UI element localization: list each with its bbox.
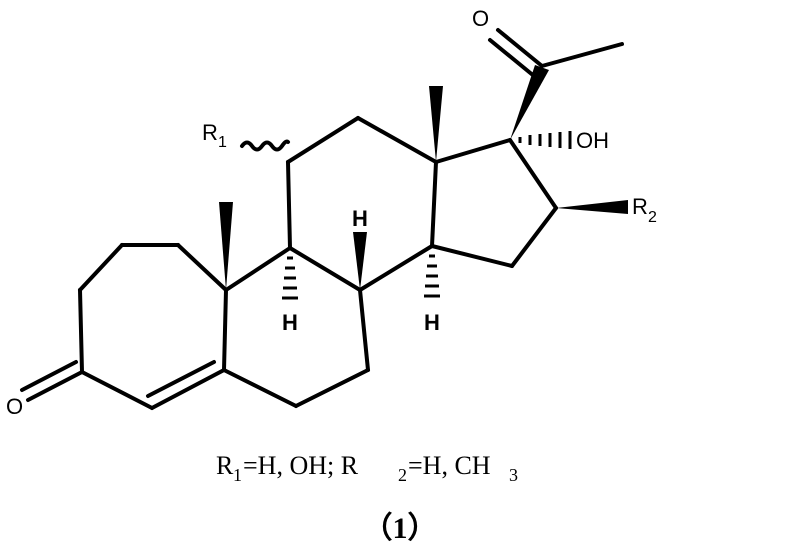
c9-h-hash	[282, 256, 298, 300]
compound-label: （1）	[363, 511, 438, 545]
c13-methyl-wedge	[429, 86, 443, 162]
c14-hydrogen: H	[424, 310, 440, 335]
ring-a	[78, 243, 228, 410]
r1-group: R	[202, 120, 218, 145]
c8-h-wedge	[353, 232, 367, 290]
c10-methyl-wedge	[219, 202, 233, 290]
c17-acetyl-wedge	[510, 65, 549, 140]
caption-r2-subscript: 2	[398, 465, 407, 485]
c16-r2-wedge	[556, 200, 628, 214]
r1-subscript: 1	[218, 134, 227, 151]
c17-oh-hash	[518, 131, 572, 149]
r1-wavy-bond	[240, 139, 290, 152]
ring-ketone-oxygen: O	[6, 394, 23, 419]
r2-group: R	[632, 194, 648, 219]
c14-h-hash	[424, 254, 440, 298]
ring-b	[222, 246, 370, 408]
ring-c	[286, 116, 438, 292]
r2-subscript: 2	[648, 209, 657, 226]
caption-r2-values: =H, CH	[408, 451, 491, 480]
ring-d	[430, 138, 558, 268]
hydroxyl-group: OH	[576, 128, 609, 153]
caption-r1: R	[216, 451, 234, 480]
c3-ketone: O	[6, 360, 84, 419]
c9-hydrogen: H	[282, 310, 298, 335]
caption-ch3-subscript: 3	[509, 465, 518, 485]
caption-r1-values: =H, OH; R	[243, 451, 359, 480]
c8-hydrogen: H	[352, 206, 368, 231]
substituent-caption: R 1 =H, OH; R 2 =H, CH 3	[216, 451, 518, 485]
caption-r1-subscript: 1	[233, 465, 242, 485]
acetyl-oxygen: O	[472, 6, 489, 31]
